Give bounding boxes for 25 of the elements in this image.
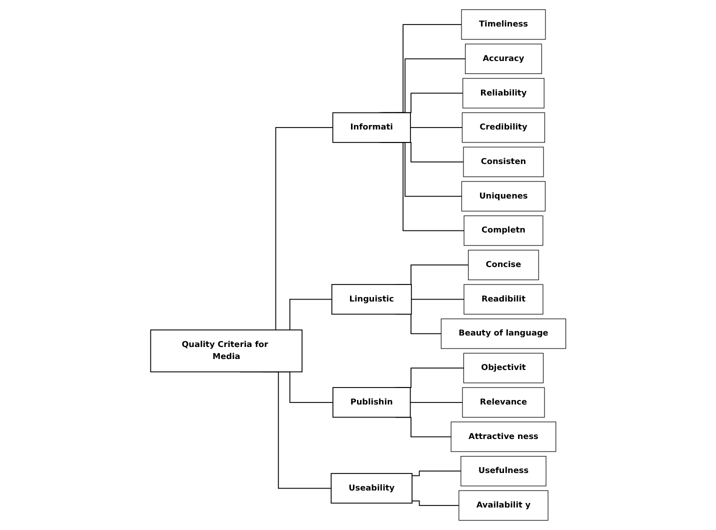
node-box: Useability bbox=[330, 473, 412, 504]
node-box: Availabilit y bbox=[458, 490, 548, 521]
connector bbox=[410, 127, 462, 128]
node-box: Consisten bbox=[462, 146, 544, 178]
connector bbox=[411, 470, 462, 476]
connector bbox=[410, 402, 463, 403]
node-box: Credibility bbox=[462, 112, 545, 143]
node-box: Objectivit bbox=[463, 352, 544, 384]
node-box: Attractive ness bbox=[450, 422, 556, 452]
node-box: Completn bbox=[464, 216, 543, 246]
node-box: Quality Criteria for Media bbox=[150, 329, 302, 372]
node-box: Reliability bbox=[462, 78, 544, 108]
node-box: Accuracy bbox=[464, 44, 542, 74]
node-box: Beauty of language bbox=[440, 318, 566, 349]
node-box: Uniquenes bbox=[461, 181, 546, 212]
node-box: Timeliness bbox=[460, 9, 546, 40]
node-box: Publishin bbox=[332, 387, 411, 418]
node-box: Readibilit bbox=[463, 284, 544, 314]
node-box: Relevance bbox=[462, 387, 545, 418]
node-box: Informati bbox=[332, 112, 411, 143]
node-box: Linguistic bbox=[331, 284, 412, 315]
node-box: Usefulness bbox=[460, 456, 546, 486]
connector bbox=[411, 500, 460, 506]
connector bbox=[410, 298, 464, 300]
node-box: Concise bbox=[468, 250, 539, 280]
